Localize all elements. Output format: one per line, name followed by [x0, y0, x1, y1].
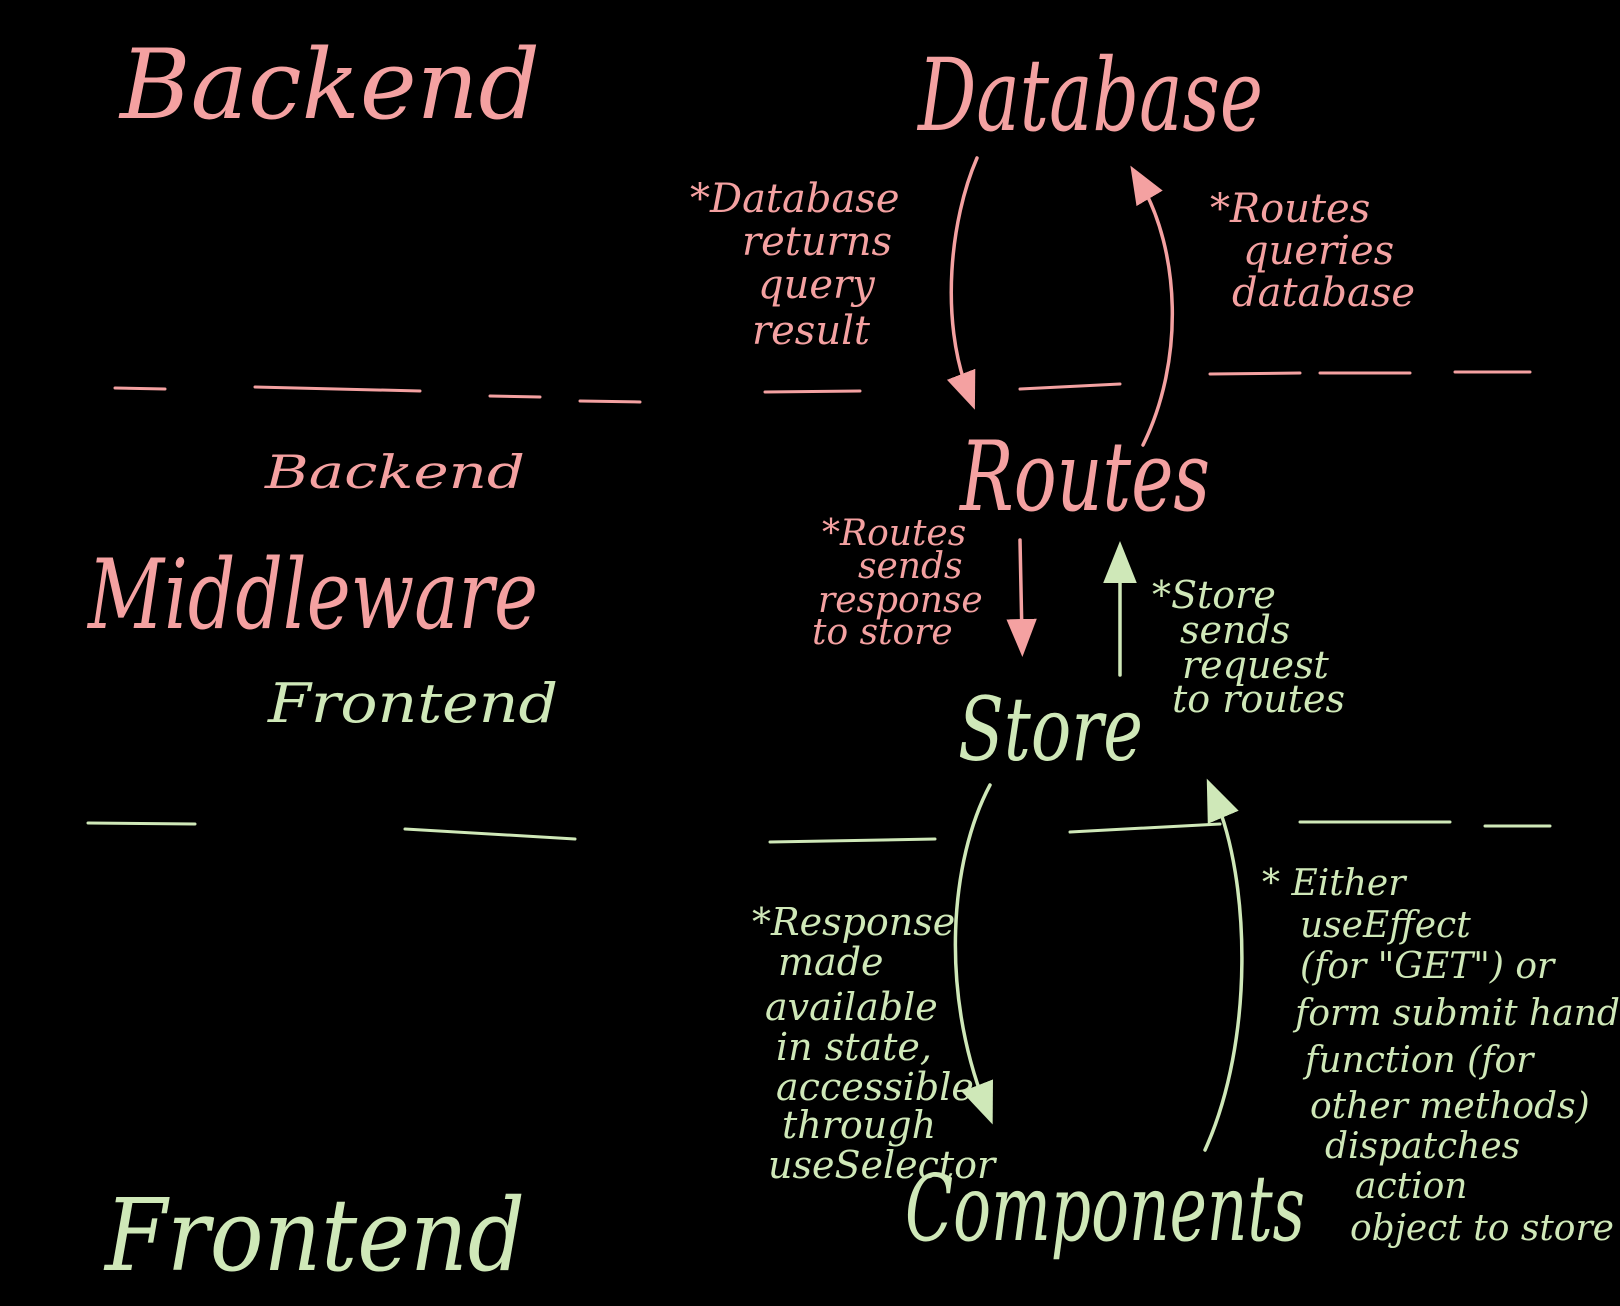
- database-node: Database: [917, 37, 1263, 154]
- note-line: query: [758, 262, 876, 308]
- note-line: returns: [742, 219, 892, 265]
- components-node: Components: [905, 1155, 1305, 1262]
- backend-middleware-divider: [113, 370, 1532, 404]
- note-line: sends: [858, 546, 962, 587]
- middleware-top-label: Backend: [264, 445, 525, 499]
- note-store-sends: *Store sends request to routes: [1152, 573, 1345, 721]
- arrow-store-to-components: [953, 783, 994, 1125]
- note-line: object to store: [1350, 1208, 1614, 1249]
- note-line: result: [752, 308, 871, 354]
- routes-node: Routes: [959, 421, 1210, 533]
- note-line: (for "GET") or: [1300, 946, 1556, 987]
- store-node: Store: [958, 678, 1143, 781]
- note-line: response: [818, 580, 983, 621]
- note-line: form submit handler: [1292, 993, 1620, 1034]
- note-line: to routes: [1172, 677, 1345, 721]
- arrow-routes-to-database: [1130, 165, 1175, 447]
- note-line: *Database: [690, 176, 900, 222]
- middleware-tier-title: Middleware: [86, 539, 538, 651]
- note-line: database: [1232, 270, 1415, 316]
- note-line: function (for: [1302, 1040, 1535, 1081]
- note-line: * Either: [1262, 863, 1407, 904]
- note-line: *Store: [1152, 573, 1276, 617]
- frontend-tier-title: Frontend: [103, 1177, 525, 1294]
- note-line: in state,: [776, 1025, 932, 1069]
- note-line: action: [1355, 1166, 1467, 1207]
- middleware-frontend-divider: [86, 820, 1552, 844]
- note-line: *Routes: [822, 513, 966, 554]
- arrow-database-to-routes: [946, 156, 979, 410]
- note-line: to store: [812, 612, 953, 653]
- note-database-returns: *Database returns query result: [690, 176, 912, 354]
- note-routes-queries: *Routes queries database: [1210, 186, 1415, 316]
- arrow-routes-to-store: [1006, 538, 1037, 657]
- note-line: *Response: [752, 900, 955, 944]
- arrow-components-to-store: [1203, 778, 1244, 1152]
- note-line: accessible: [776, 1065, 974, 1109]
- note-either-useeffect: * Either useEffect (for "GET") or form s…: [1262, 863, 1620, 1249]
- note-routes-sends: *Routes sends response to store: [812, 513, 994, 653]
- note-line: queries: [1243, 228, 1394, 274]
- note-line: through: [782, 1103, 936, 1147]
- note-line: dispatches: [1325, 1126, 1520, 1167]
- middleware-bottom-label: Frontend: [267, 672, 558, 735]
- note-line: sends: [1180, 608, 1290, 652]
- note-line: request: [1182, 643, 1329, 687]
- backend-tier-title: Backend: [118, 29, 540, 141]
- note-response-available: *Response made available in state, acces…: [752, 900, 998, 1187]
- note-line: useSelector: [768, 1143, 998, 1187]
- note-line: *Routes: [1210, 186, 1370, 232]
- note-line: useEffect: [1300, 905, 1471, 946]
- note-line: made: [778, 940, 884, 984]
- note-line: available: [765, 985, 938, 1029]
- note-line: other methods): [1310, 1086, 1590, 1127]
